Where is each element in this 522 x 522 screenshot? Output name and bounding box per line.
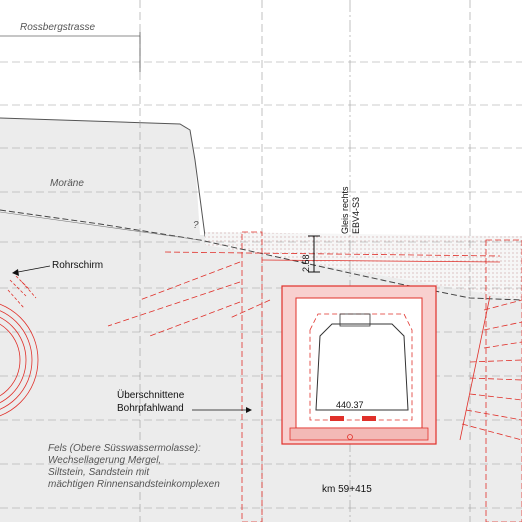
pile-wall-left xyxy=(241,231,263,522)
rock-label-1: Fels (Obere Süsswassermolasse): xyxy=(48,443,201,454)
ground-anchors-left xyxy=(107,261,271,337)
moraine-label: Moräne xyxy=(50,178,84,189)
street-label: Rossbergstrasse xyxy=(20,22,95,33)
tunnel-base-slab xyxy=(289,427,429,441)
rock-label-3: Siltstein, Sandstein mit xyxy=(48,467,150,478)
drainage-marker xyxy=(347,434,353,440)
track-gravel-bed xyxy=(205,232,522,300)
train-profile xyxy=(315,323,409,411)
rock-label-2: Wechsellagerung Mergel, xyxy=(48,455,161,466)
rail-left xyxy=(330,416,344,421)
rail-right xyxy=(362,416,376,421)
track-rail-line xyxy=(261,259,501,263)
pile-wall-right xyxy=(485,239,522,522)
leader-pile-wall-arrow xyxy=(246,407,252,413)
ground-anchors-right xyxy=(459,295,522,441)
pile-wall-label-2: Bohrpfahlwand xyxy=(117,403,184,414)
tunnel-clearance-profile xyxy=(309,313,413,421)
leader-pipe-roof xyxy=(17,265,51,273)
pile-wall-label-1: Überschnittene xyxy=(117,389,185,401)
moraine-rock-boundary xyxy=(0,209,522,301)
track-label-1: Gleis rechts xyxy=(340,186,350,234)
track-label-2: EBV4-S3 xyxy=(351,197,361,234)
pipe-roof-label: Rohrschirm xyxy=(52,260,103,271)
dimension-label: 2.58 xyxy=(301,254,311,272)
elevation-label: 440.37 xyxy=(336,400,364,410)
question-mark: ? xyxy=(193,220,199,231)
layer-tick-line xyxy=(0,211,201,241)
track-axis-line xyxy=(164,251,501,257)
pantograph xyxy=(339,313,371,327)
pipe-roof-ticks xyxy=(7,275,37,309)
km-label: km 59+415 xyxy=(322,484,372,495)
leader-pipe-roof-arrow xyxy=(12,269,19,276)
pipe-roof xyxy=(0,303,39,417)
rock-label-4: mächtigen Rinnensandsteinkomplexen xyxy=(48,479,220,490)
